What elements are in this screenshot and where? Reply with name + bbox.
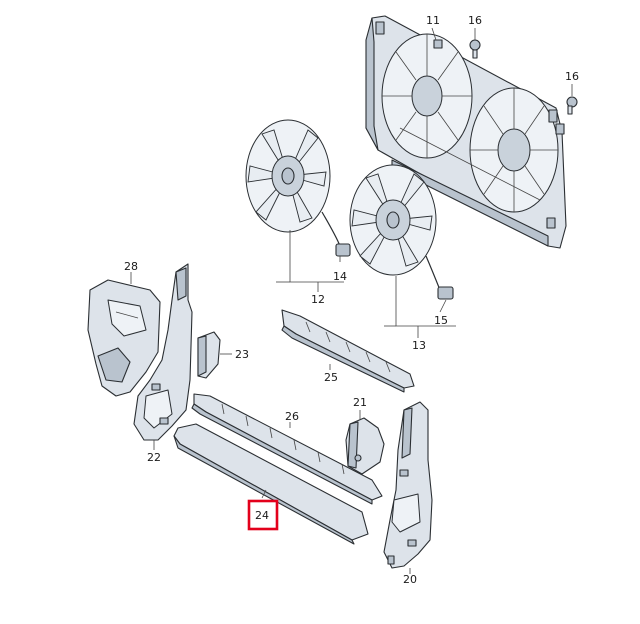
bracket-21 [345,417,385,475]
bracket-23 [197,331,221,379]
highlight-box [247,499,279,531]
fan-motor-12 [245,119,351,257]
callout-12: 12 [311,293,325,306]
callout-21: 21 [353,396,367,409]
air-guide-24 [173,423,369,545]
callout-25: 25 [324,371,338,384]
side-member-22 [133,263,193,441]
callout-14: 14 [333,270,347,283]
side-member-20 [383,401,433,569]
fan-shroud-11 [365,15,567,249]
callout-20: 20 [403,573,417,586]
callout-16-top: 16 [468,14,482,27]
leader-lines [130,27,573,574]
seal-strip-26 [191,393,383,505]
callout-23: 23 [235,348,249,361]
callout-24: 24 [255,509,269,522]
fan-motor-13 [349,164,454,300]
seal-strip-25 [281,309,415,393]
bolt-16-top [469,39,481,59]
callout-16-right: 16 [565,70,579,83]
callout-28: 28 [124,260,138,273]
callout-22: 22 [147,451,161,464]
air-duct-28 [87,279,161,397]
callout-26: 26 [285,410,299,423]
callout-13: 13 [412,339,426,352]
bolt-16-right [566,96,578,115]
callout-15: 15 [434,314,448,327]
callout-11: 11 [426,14,440,27]
